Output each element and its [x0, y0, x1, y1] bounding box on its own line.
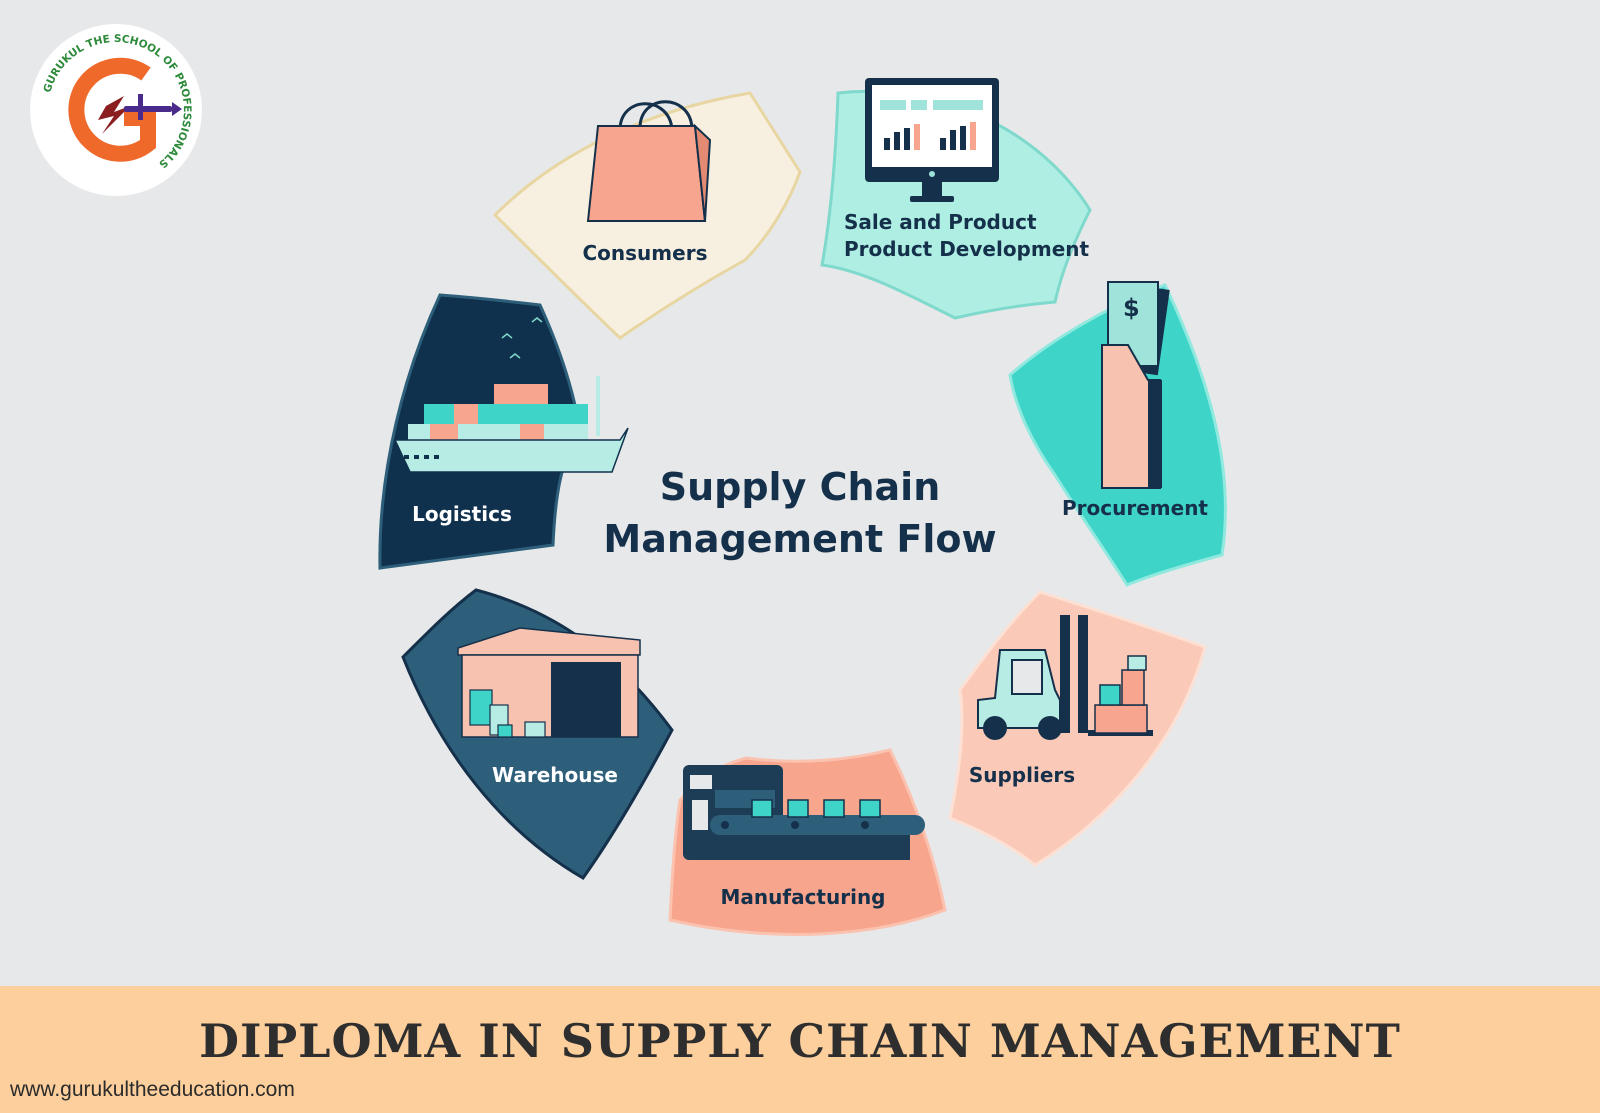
diagram-title-line2: Management Flow — [603, 517, 996, 561]
segment-label-manufacturing: Manufacturing — [721, 885, 886, 909]
shopping-bag-icon — [586, 100, 712, 222]
segment-suppliers: Suppliers — [948, 590, 1207, 867]
diagram-title-line1: Supply Chain — [660, 465, 941, 509]
cargo-ship-icon — [393, 317, 629, 473]
segment-logistics: Logistics — [378, 293, 629, 570]
segment-label-consumers: Consumers — [583, 241, 708, 265]
supply-chain-diagram: Consumers Sale and Product Product Devel… — [378, 78, 1227, 936]
forklift-icon — [977, 615, 1153, 740]
segment-procurement: $ Procurement — [1008, 281, 1227, 587]
warehouse-icon — [457, 627, 641, 738]
hand-money-icon: $ — [1101, 281, 1170, 489]
segment-label-suppliers: Suppliers — [969, 763, 1075, 787]
segment-sales-development: Sale and Product Product Development — [820, 78, 1092, 320]
monitor-dashboard-icon — [865, 78, 999, 202]
footer-title: DIPLOMA IN SUPPLY CHAIN MANAGEMENT — [199, 1014, 1401, 1068]
gurukul-logo: GURUKUL THE SCHOOL OF PROFESSIONALS — [30, 24, 202, 196]
segment-consumers: Consumers — [492, 91, 802, 340]
segment-manufacturing: Manufacturing — [668, 748, 947, 936]
segment-warehouse: Warehouse — [401, 588, 674, 880]
footer-band: DIPLOMA IN SUPPLY CHAIN MANAGEMENT www.g… — [0, 986, 1600, 1113]
website-url[interactable]: www.gurukultheeducation.com — [10, 1078, 295, 1101]
conveyor-machine-icon — [683, 765, 925, 860]
segment-label-sales-line2: Product Development — [844, 237, 1090, 261]
segment-label-sales-line1: Sale and Product — [844, 210, 1037, 234]
segment-label-warehouse: Warehouse — [492, 763, 618, 787]
svg-text:$: $ — [1123, 294, 1140, 322]
segment-label-procurement: Procurement — [1062, 496, 1208, 520]
segment-label-logistics: Logistics — [412, 502, 512, 526]
